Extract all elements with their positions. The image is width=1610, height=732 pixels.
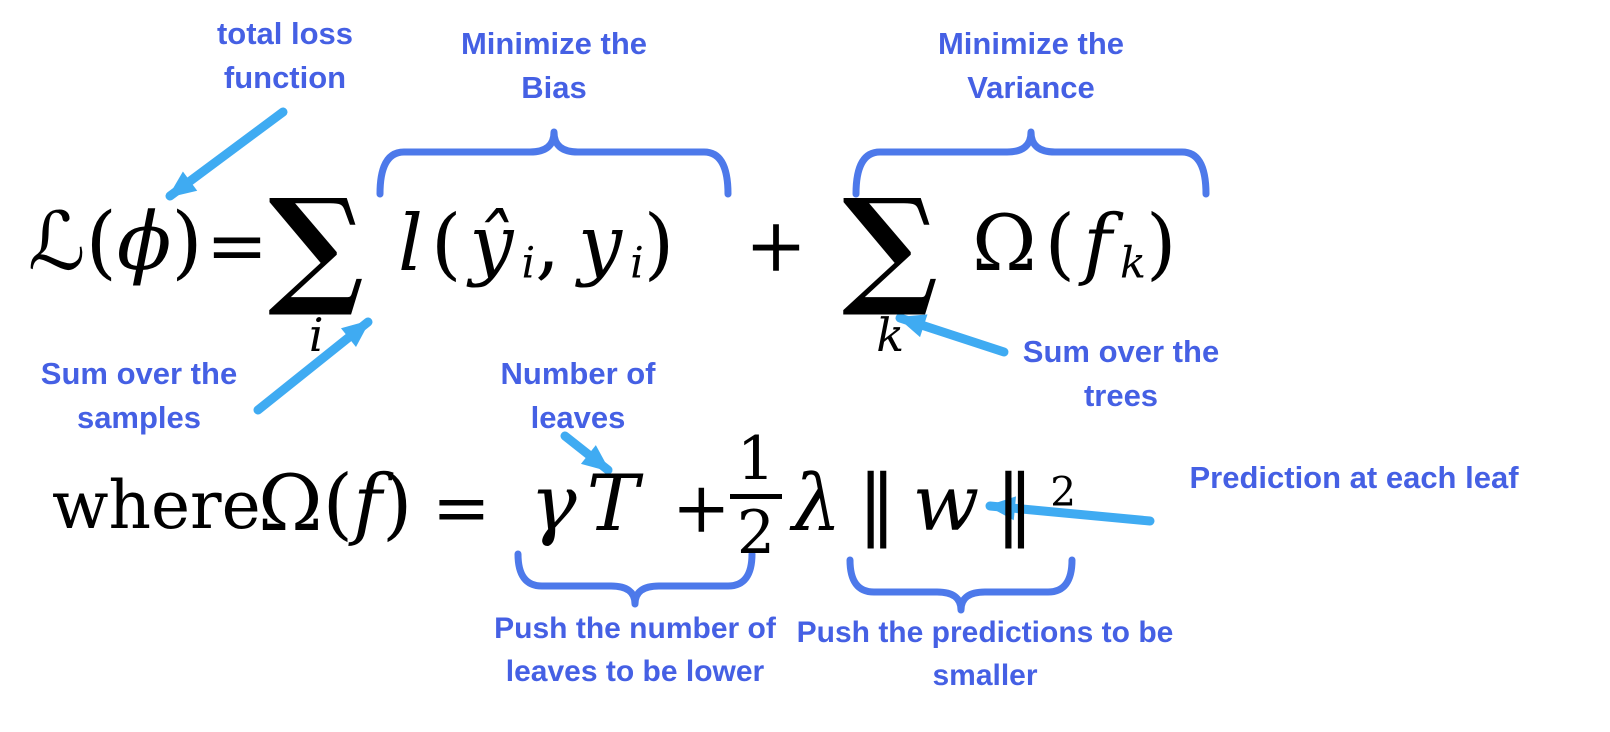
label-push-leaves-lower: Push the number of leaves to be lower (494, 612, 776, 688)
sum-over-samples-operator: ∑ i (268, 171, 365, 362)
f-symbol: f (1083, 199, 1120, 289)
sum-index-i: i (308, 307, 324, 362)
plus-symbol: + (672, 467, 731, 549)
y-hat-symbol: ŷ (469, 199, 522, 289)
subscript-i: i (521, 238, 536, 289)
underbrace-leaves (514, 550, 756, 608)
plus-symbol: + (745, 203, 808, 289)
omega-symbol: Ω (258, 459, 323, 549)
T-symbol: T (586, 459, 649, 549)
lambda-symbol: λ (792, 459, 858, 549)
omega-symbol: Ω (972, 199, 1045, 289)
loss-function-symbol: l (398, 199, 431, 289)
sum-over-trees-operator: ∑ k (842, 171, 939, 362)
arrow-total-loss (165, 107, 288, 201)
gamma-T-term: γT (530, 459, 649, 549)
label-push-predictions-smaller: Push the predictions to be smaller (796, 616, 1174, 692)
omega-of-f: Ω(f) (258, 459, 413, 549)
plus-sign: + (672, 470, 731, 547)
open-paren: ( (430, 199, 470, 289)
script-L-symbol: ℒ (28, 195, 86, 288)
label-sum-over-trees: Sum over the trees (1022, 334, 1220, 414)
one-half-fraction: 1 2 (730, 428, 782, 565)
lambda-norm-term: λ‖w‖2 (792, 459, 1077, 549)
fraction-numerator: 1 (736, 424, 776, 494)
open-paren: ( (1044, 199, 1084, 289)
where-text: where (52, 467, 261, 544)
label-prediction-at-leaf: Prediction at each leaf (1189, 460, 1519, 495)
label-number-of-leaves: Number of leaves (500, 356, 656, 436)
plus-sign: + (745, 203, 808, 289)
label-sum-over-samples: Sum over the samples (40, 356, 238, 436)
equals-symbol: = (206, 203, 269, 289)
open-paren: ( (85, 195, 117, 288)
norm-bar-left: ‖ (857, 459, 913, 549)
pointwise-loss-term: l(ŷi,yi) (398, 199, 683, 289)
gamma-symbol: γ (530, 459, 587, 549)
equals-symbol: = (432, 467, 491, 549)
label-total-loss-function: total loss function (216, 16, 354, 96)
total-loss-lhs: ℒ(ϕ) (28, 198, 203, 286)
w-symbol: w (912, 459, 996, 549)
sum-index-k: k (876, 307, 905, 362)
subscript-k: k (1119, 238, 1146, 289)
equals-sign: = (206, 203, 269, 289)
close-paren: ) (381, 459, 413, 549)
fraction-bar (730, 494, 782, 499)
close-paren: ) (643, 199, 683, 289)
exponent-2: 2 (1050, 467, 1077, 516)
sigma-symbol: ∑ (268, 171, 365, 321)
y-symbol: y (577, 199, 631, 289)
label-minimize-variance: Minimize the Variance (937, 26, 1124, 106)
label-minimize-bias: Minimize the Bias (460, 26, 647, 106)
close-paren: ) (171, 195, 203, 288)
fraction-denominator: 2 (736, 498, 776, 568)
where-word: where (52, 467, 261, 544)
subscript-i: i (630, 238, 644, 289)
underbrace-predictions (846, 556, 1076, 614)
norm-bar-right: ‖ (995, 459, 1051, 549)
equals-sign: = (432, 470, 491, 547)
sigma-symbol: ∑ (842, 171, 939, 321)
open-paren: ( (322, 459, 354, 549)
f-symbol: f (353, 459, 382, 549)
overbrace-bias (376, 128, 732, 198)
phi-symbol: ϕ (116, 195, 172, 288)
comma: , (535, 199, 560, 289)
regularization-term: Ω(fk) (972, 199, 1185, 289)
close-paren: ) (1145, 199, 1185, 289)
